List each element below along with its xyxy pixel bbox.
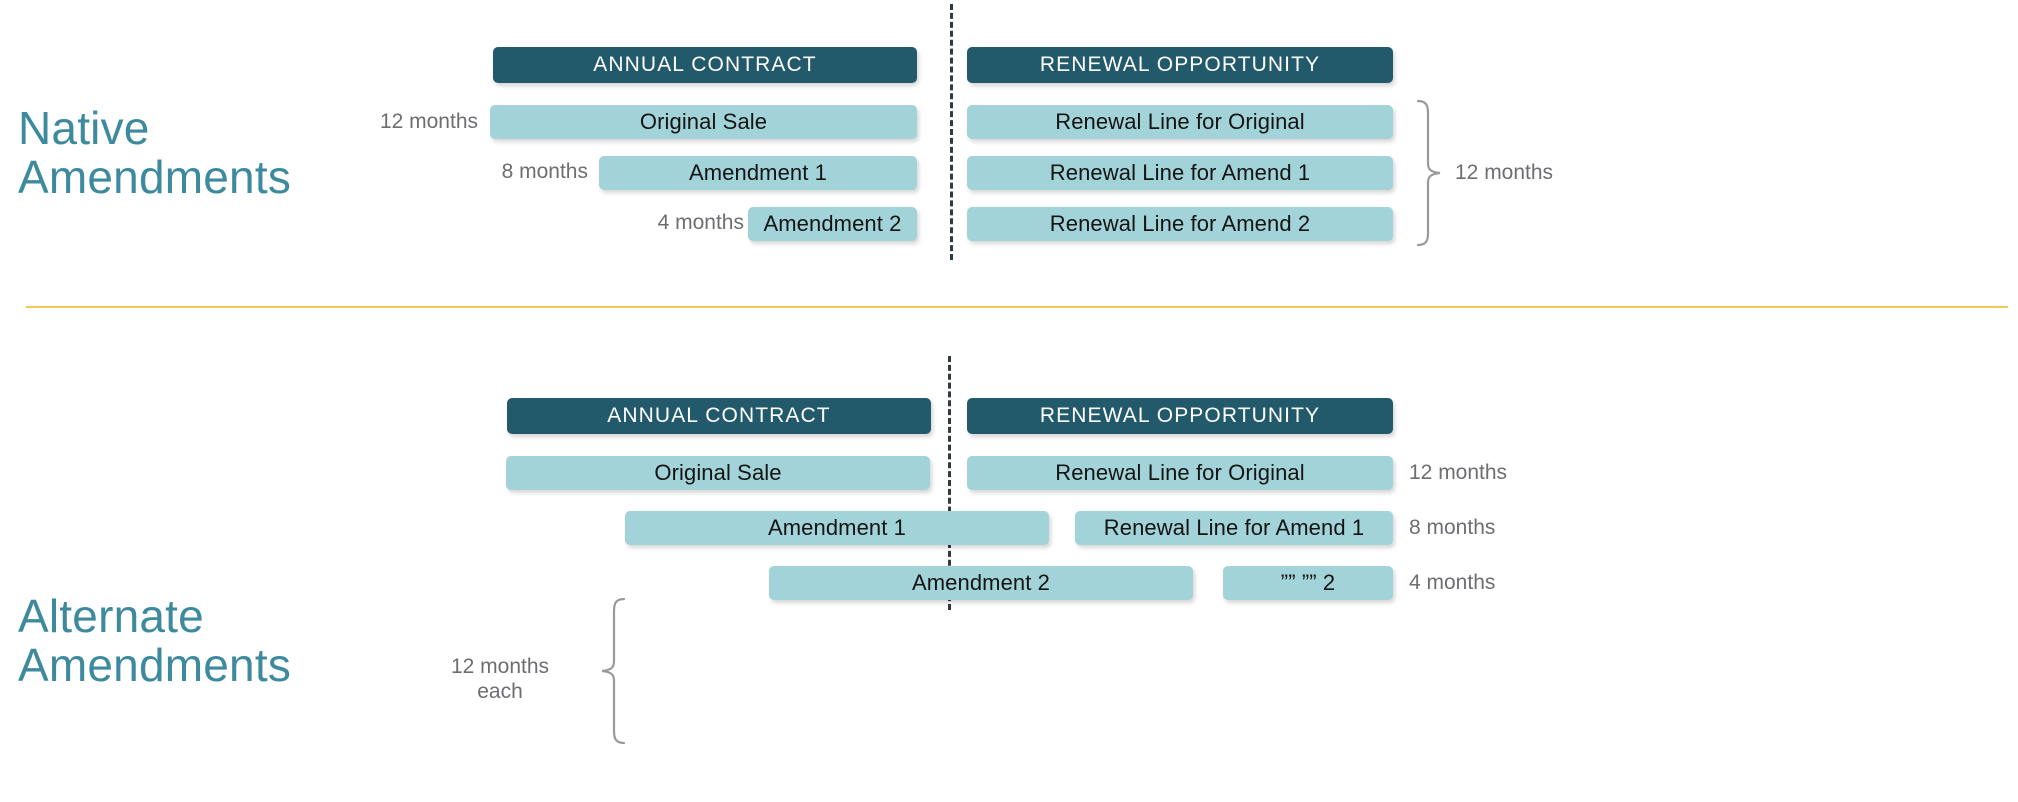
panel-title-alternate: Alternate Amendments (18, 590, 292, 691)
bar-alternate-contract-amendment-1[interactable]: Amendment 1 (625, 511, 1049, 545)
contract-renewal-boundary-bottom (948, 356, 951, 610)
duration-label-native-row-3: 4 months (657, 211, 744, 234)
brace-label-alternate: 12 months each (450, 655, 550, 703)
bar-alternate-renewal-amend-1[interactable]: Renewal Line for Amend 1 (1075, 511, 1393, 545)
brace-native-right (1414, 100, 1444, 246)
bar-alternate-renewal-original[interactable]: Renewal Line for Original (967, 456, 1393, 490)
panel-title-native: Native Amendments (18, 102, 292, 203)
duration-label-native-row-2: 8 months (501, 160, 588, 183)
header-renewal-opportunity-alternate: RENEWAL OPPORTUNITY (967, 398, 1393, 434)
bar-alternate-contract-amendment-2[interactable]: Amendment 2 (769, 566, 1193, 600)
bar-alternate-contract-original-sale[interactable]: Original Sale (506, 456, 930, 490)
header-renewal-opportunity-native: RENEWAL OPPORTUNITY (967, 47, 1393, 83)
duration-label-native-row-1: 12 months (379, 110, 478, 133)
contract-renewal-boundary-top (950, 4, 953, 260)
header-annual-contract-alternate: ANNUAL CONTRACT (507, 398, 931, 434)
brace-alternate-left (598, 598, 628, 744)
duration-label-alternate-row-2: 8 months (1409, 516, 1496, 539)
header-annual-contract-native: ANNUAL CONTRACT (493, 47, 917, 83)
panel-divider (26, 306, 2008, 308)
bar-native-contract-amendment-2[interactable]: Amendment 2 (748, 207, 917, 241)
bar-native-contract-amendment-1[interactable]: Amendment 1 (599, 156, 917, 190)
bar-native-renewal-amend-2[interactable]: Renewal Line for Amend 2 (967, 207, 1393, 241)
bar-alternate-renewal-amend-2[interactable]: ”” ”” 2 (1223, 566, 1393, 600)
brace-left-icon (601, 598, 626, 744)
brace-label-native: 12 months (1455, 161, 1554, 184)
brace-right-icon (1416, 100, 1441, 246)
bar-native-contract-original-sale[interactable]: Original Sale (490, 105, 917, 139)
bar-native-renewal-original[interactable]: Renewal Line for Original (967, 105, 1393, 139)
duration-label-alternate-row-1: 12 months (1409, 461, 1508, 484)
duration-label-alternate-row-3: 4 months (1409, 571, 1496, 594)
bar-native-renewal-amend-1[interactable]: Renewal Line for Amend 1 (967, 156, 1393, 190)
